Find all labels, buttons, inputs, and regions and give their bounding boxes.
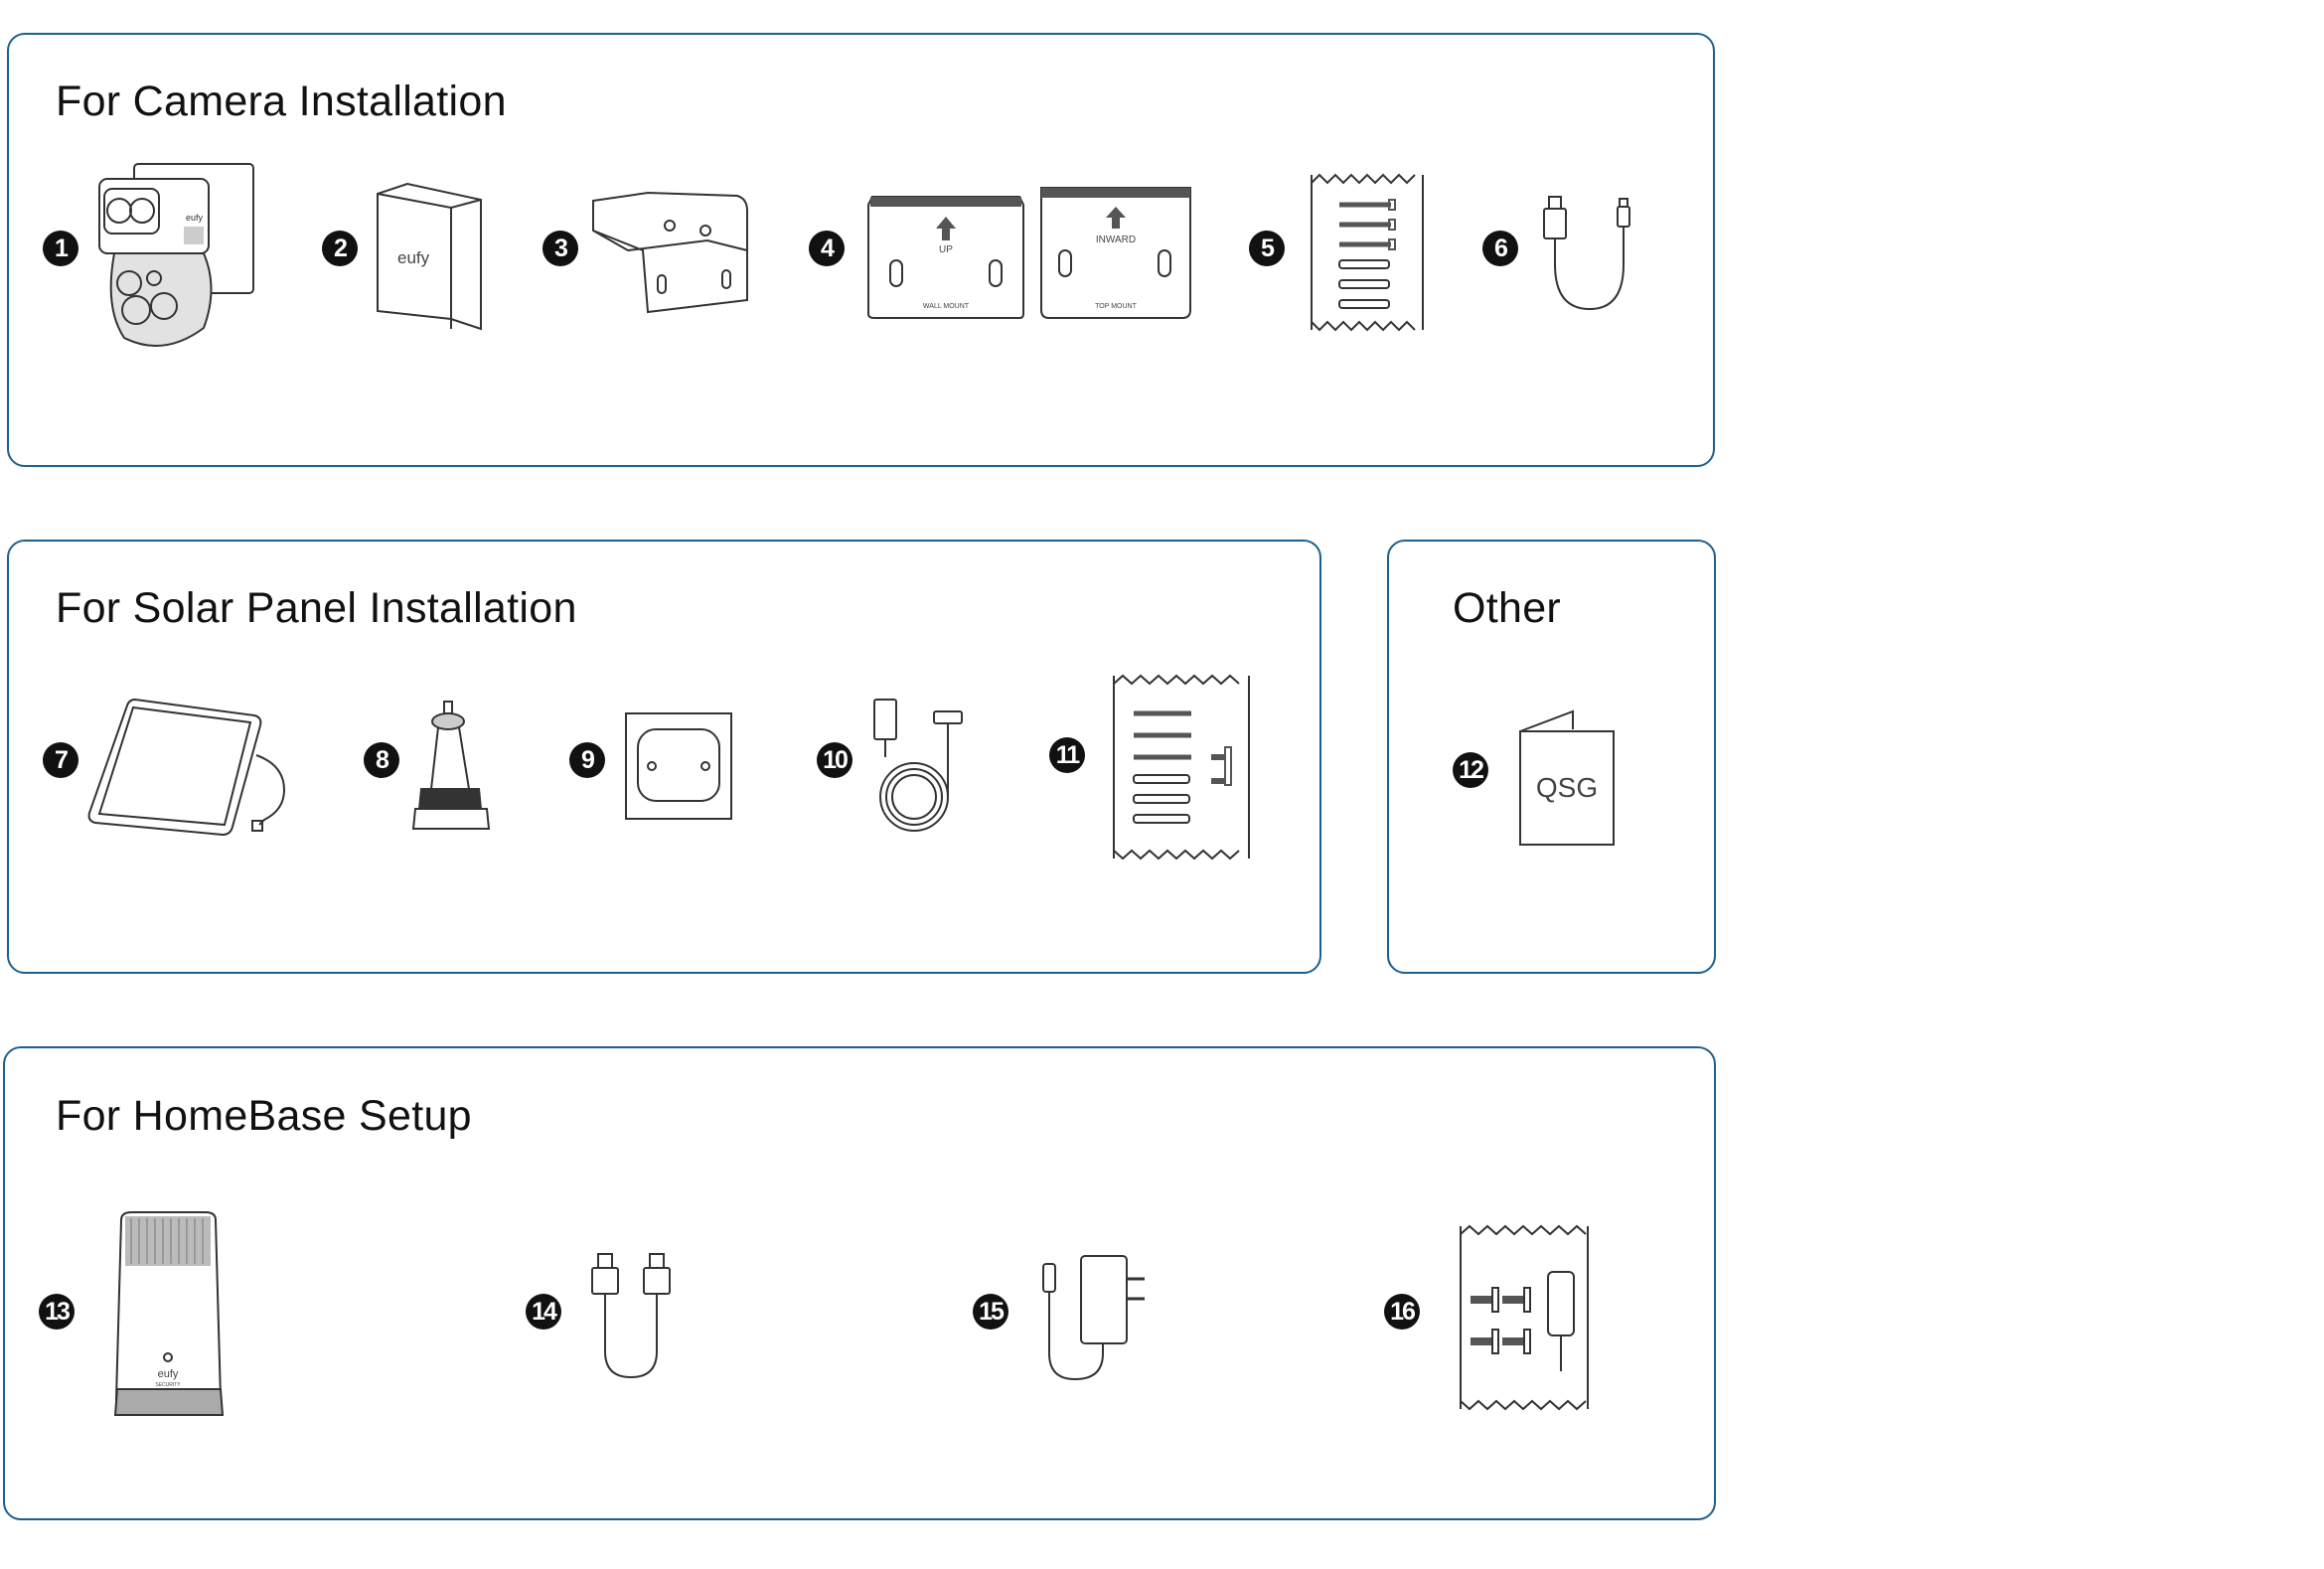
homebase-setup-panel	[3, 1046, 1716, 1520]
section-title-homebase: For HomeBase Setup	[56, 1092, 472, 1140]
item-number-badge: 1	[43, 231, 78, 266]
item-number-badge: 16	[1384, 1294, 1420, 1330]
item-number-badge: 13	[39, 1294, 75, 1330]
item-number-badge: 9	[569, 742, 605, 778]
qsg-label: QSG	[1536, 772, 1598, 803]
screw-pack-icon	[1112, 674, 1251, 861]
item-number-badge: 3	[542, 231, 578, 266]
other-panel	[1387, 540, 1716, 974]
power-adapter-icon	[1037, 1254, 1149, 1381]
item-number-badge: 4	[809, 231, 845, 266]
svg-text:WALL MOUNT: WALL MOUNT	[923, 303, 970, 310]
battery-box-icon: eufy	[376, 182, 485, 331]
item-number-badge: 6	[1482, 231, 1518, 266]
qsg-booklet-icon: QSG	[1518, 709, 1618, 847]
solar-panel-icon	[85, 696, 294, 841]
homebase-icon: eufy SECURITY	[111, 1210, 226, 1419]
item-number-badge: 2	[322, 231, 358, 266]
item-number-badge: 11	[1049, 737, 1085, 773]
ethernet-cable-icon	[590, 1252, 672, 1381]
mount-bracket-icon	[588, 191, 752, 315]
eufy-logo: eufy	[397, 248, 430, 267]
svg-text:TOP MOUNT: TOP MOUNT	[1095, 303, 1137, 310]
usb-cable-icon	[1540, 195, 1635, 312]
svg-text:eufy: eufy	[158, 1368, 179, 1380]
screw-pack-icon	[1310, 173, 1425, 332]
section-title-camera: For Camera Installation	[56, 78, 507, 125]
section-title-solar: For Solar Panel Installation	[56, 584, 577, 632]
wall-mount-template: UP WALL MOUNT	[868, 197, 1023, 318]
screw-pack-icon	[1459, 1224, 1590, 1411]
solar-mount-icon	[411, 700, 491, 833]
item-number-badge: 5	[1249, 231, 1285, 266]
item-number-badge: 14	[526, 1294, 561, 1330]
item-number-badge: 8	[364, 742, 399, 778]
item-number-badge: 12	[1453, 752, 1488, 788]
top-mount-template: INWARD TOP MOUNT	[1041, 188, 1190, 318]
camera-icon: eufy	[94, 159, 268, 348]
item-number-badge: 10	[817, 742, 852, 778]
mount-plate-icon	[624, 711, 733, 821]
svg-text:eufy: eufy	[186, 213, 204, 223]
solar-installation-panel	[7, 540, 1321, 974]
mounting-templates-icon: UP WALL MOUNT INWARD TOP MOUNT	[864, 185, 1192, 320]
extension-cable-icon	[872, 698, 967, 833]
svg-text:INWARD: INWARD	[1096, 235, 1136, 245]
item-number-badge: 7	[43, 742, 78, 778]
item-number-badge: 15	[973, 1294, 1008, 1330]
camera-installation-panel	[7, 33, 1715, 467]
svg-text:UP: UP	[939, 244, 953, 255]
section-title-other: Other	[1453, 584, 1562, 632]
svg-text:SECURITY: SECURITY	[155, 1382, 181, 1388]
